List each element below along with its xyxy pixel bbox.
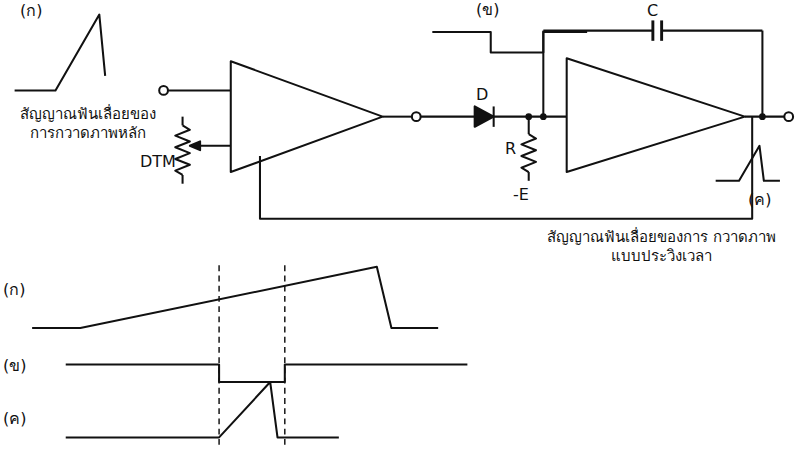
component-label: C bbox=[647, 1, 658, 21]
waveform-label: (ข) bbox=[3, 356, 26, 376]
component-label: D bbox=[476, 85, 488, 105]
waveform-label: (ข) bbox=[476, 0, 499, 20]
signal-caption: สัญญาณฟันเลื่อยของ การกวาดภาพหลัก bbox=[3, 105, 172, 143]
component-label: R bbox=[505, 139, 516, 159]
voltage-label: -E bbox=[513, 185, 529, 205]
signal-caption: สัญญาณฟันเลื่อยของการ กวาดภาพแบบประวิงเว… bbox=[543, 228, 780, 266]
waveform-label: (ค) bbox=[3, 409, 26, 429]
waveform-label: (ก) bbox=[3, 280, 25, 300]
waveform-label: (ค) bbox=[748, 190, 771, 210]
waveform-label: (ก) bbox=[20, 1, 42, 21]
component-label: DTM bbox=[140, 152, 176, 172]
